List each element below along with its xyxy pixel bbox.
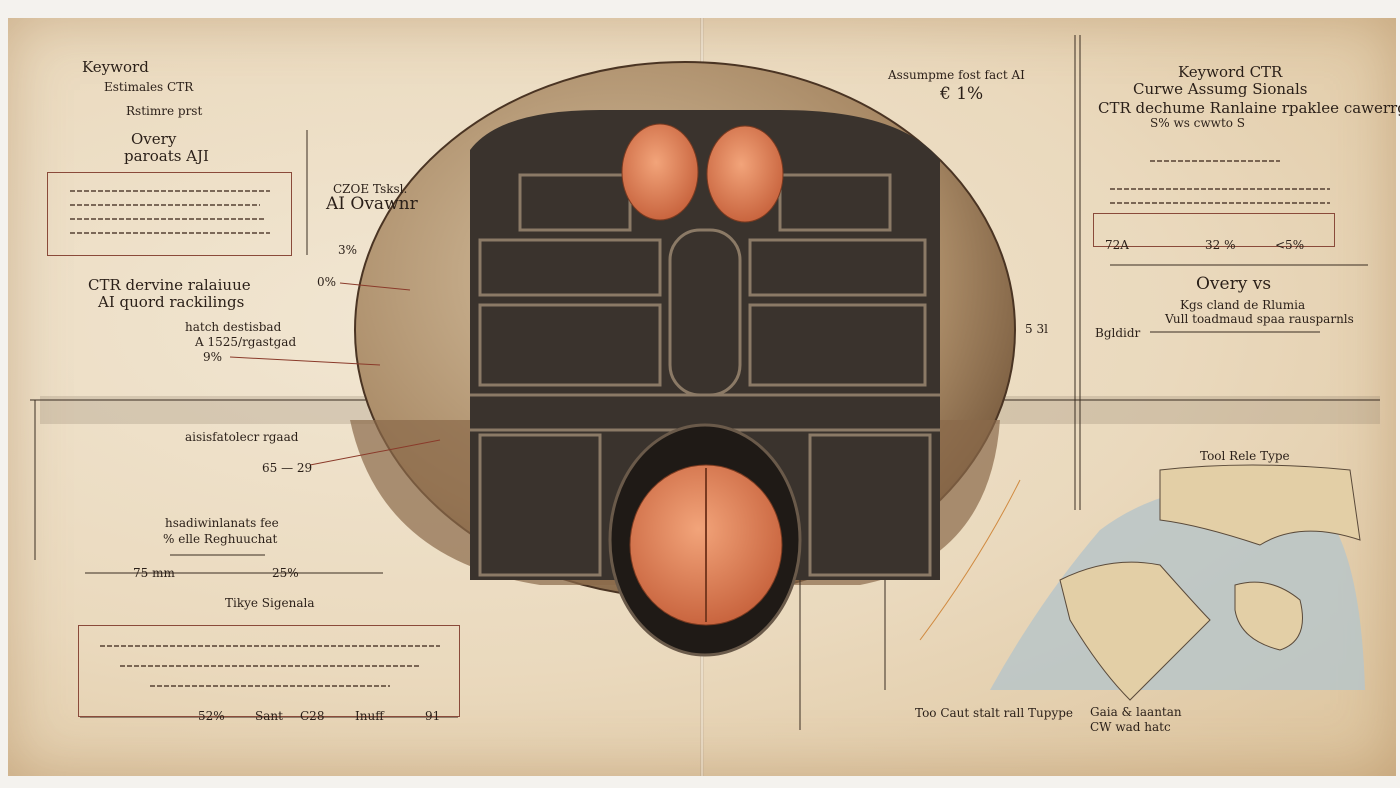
side-label: Bgldidr — [1095, 326, 1141, 340]
scale-mark: <5% — [1275, 238, 1305, 252]
side-label: CZOE Tsksl. — [333, 182, 408, 196]
notes-line — [1110, 202, 1330, 204]
notes-line — [150, 685, 390, 687]
scale-label: 75 mm — [133, 566, 175, 580]
machinery-shelves — [470, 173, 940, 577]
heading: Keyword — [82, 58, 149, 76]
footer-label: Tikye Sigenala — [225, 596, 315, 610]
heading: Overy — [131, 130, 177, 148]
scale-label: 25% — [272, 566, 299, 580]
heading: Rstimre prst — [126, 104, 203, 118]
brain-top-left — [621, 123, 699, 221]
ruler-mark: 52% — [198, 709, 225, 723]
notes-line — [1150, 160, 1280, 162]
map-island-left — [1059, 561, 1211, 701]
section-title: CTR dervine ralaiuue — [88, 276, 251, 294]
notes-line — [70, 204, 260, 206]
note: % elle Reghuuchat — [163, 532, 278, 546]
note: hatch destisbad — [185, 320, 282, 334]
ruler-mark: C28 — [300, 709, 325, 723]
note: Vull toadmaud spaa rausparnls — [1165, 312, 1354, 326]
ruler-mark: 91 — [425, 709, 441, 723]
annotation-lines — [34, 35, 1368, 730]
center-label: Assumpme fost fact AI — [888, 68, 1025, 82]
map-coast-north — [1159, 464, 1361, 546]
heading: paroats AJI — [124, 147, 209, 165]
section-title: AI quord rackilings — [98, 293, 245, 311]
side-label: AI Ovawnr — [326, 194, 418, 214]
right-subtitle: S% ws cwwto S — [1150, 116, 1246, 130]
note: A 1525/rgastgad — [195, 335, 297, 349]
map-title: Tool Rele Type — [1200, 449, 1290, 463]
red-leader-lines — [229, 282, 441, 466]
notes-line — [70, 218, 265, 220]
scale-mark: 32 % — [1205, 238, 1236, 252]
notes-line — [70, 190, 270, 192]
side-value: 0% — [317, 275, 337, 289]
map-route — [919, 479, 1021, 641]
center-value: € 1% — [940, 84, 984, 104]
scale-mark: 72A — [1105, 238, 1129, 252]
ruler-mark: Sant — [255, 709, 283, 723]
right-title: Keyword CTR — [1178, 63, 1283, 81]
notes-line — [70, 232, 270, 234]
ruler-mark: Inuff — [355, 709, 384, 723]
section-title: Overy vs — [1196, 274, 1272, 294]
notes-box-right — [1093, 213, 1335, 247]
notes-box-left — [47, 172, 292, 256]
note: Kgs cland de Rlumia — [1180, 298, 1306, 312]
note: hsadiwinlanats fee — [165, 516, 279, 530]
machinery-interior — [470, 110, 940, 580]
heading: Estimales CTR — [104, 80, 194, 94]
side-value: 5 3l — [1025, 322, 1048, 336]
side-value: 3% — [338, 243, 358, 257]
map-caption: Gaia & laantan — [1090, 705, 1182, 719]
right-title: Curwe Assumg Sionals — [1133, 80, 1308, 98]
notes-line — [100, 645, 440, 647]
notes-line — [120, 665, 420, 667]
map-island-right — [1234, 581, 1303, 651]
map-caption: Too Caut stalt rall Tupype — [915, 706, 1074, 720]
notes-line — [1110, 188, 1330, 190]
note: 9% — [203, 350, 223, 364]
right-title: CTR dechume Ranlaine rpaklee cawerrgs — [1098, 99, 1400, 117]
mid-label: aisisfatolecr rgaad — [185, 430, 299, 444]
notes-box-bottom — [78, 625, 460, 717]
mid-value: 65 — 29 — [262, 461, 313, 475]
map-caption: CW wad hatc — [1090, 720, 1171, 734]
brain-top-right — [706, 125, 784, 223]
